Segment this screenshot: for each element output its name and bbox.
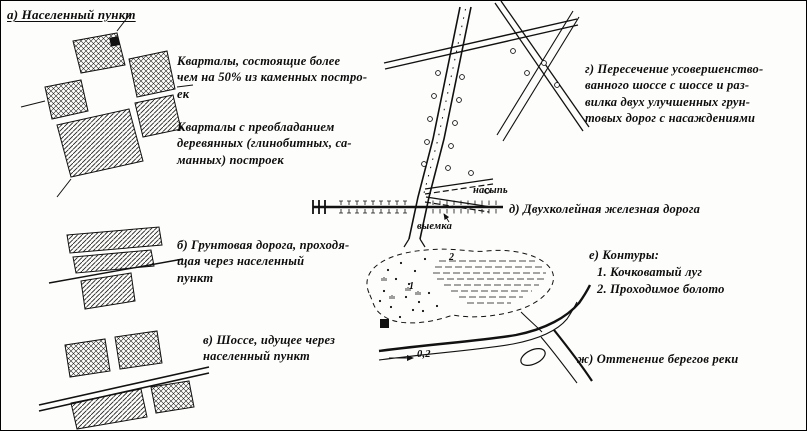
river-south-bank xyxy=(378,301,578,361)
cutting-ticks xyxy=(339,200,407,214)
swamp-hatching xyxy=(433,260,546,304)
dirt-road-settlement-drawing xyxy=(48,226,184,310)
river-drawing xyxy=(378,284,593,384)
building-symbol xyxy=(380,319,389,328)
tussock-symbols xyxy=(381,277,421,299)
oxbow-lake-symbol xyxy=(520,348,546,366)
label-river-width-value: 0,2 xyxy=(417,349,431,360)
label-railway: д) Двухколейная железная дорога xyxy=(509,202,701,216)
marker-swamp-number: 2 xyxy=(449,252,455,263)
river-branch-east-bank-shaded xyxy=(553,329,593,382)
label-river-banks: ж) Оттенение берегов реки xyxy=(577,352,739,366)
label-settlement-title: а) Населенный пункт xyxy=(7,7,136,22)
river-branch-west-bank xyxy=(540,336,578,384)
road-junction-drawing xyxy=(383,1,590,248)
river-north-bank-shaded xyxy=(378,284,592,353)
contours-drawing xyxy=(366,248,554,328)
label-embankment: насыпь xyxy=(473,185,508,196)
label-stone-quarters-note: Кварталы, состоящие более чем на 50% из … xyxy=(177,54,368,101)
highway-lines xyxy=(38,366,210,412)
label-dirt-road: б) Грунтовая дорога, проходя- щая через … xyxy=(177,238,350,285)
swamp-outlet-channel xyxy=(520,311,543,333)
landmark-building-symbol xyxy=(109,36,120,47)
label-wooden-quarters-note: Кварталы с преобладанием деревянных (гли… xyxy=(177,120,352,167)
contour-outline xyxy=(366,248,554,324)
railway-drawing xyxy=(312,200,503,223)
embankment-ticks xyxy=(432,200,497,214)
label-contours-item-meadow: 1. Кочковатый луг xyxy=(597,265,703,279)
cutting-pointer-arrow xyxy=(443,213,450,223)
label-junction: г) Пересечение усовершенство- ванного шо… xyxy=(585,62,764,125)
dirt-road-line xyxy=(48,258,184,284)
settlement-drawing xyxy=(20,12,194,198)
railway-end-ticks xyxy=(312,200,326,214)
label-contours-title: е) Контуры: xyxy=(589,248,660,262)
tree-symbols xyxy=(421,48,560,194)
marker-meadow-number: 1 xyxy=(409,281,415,292)
highway-settlement-drawing xyxy=(38,330,210,430)
label-cutting: выемка xyxy=(417,221,453,232)
meadow-dots xyxy=(378,257,439,319)
label-contours-item-swamp: 2. Проходимое болото xyxy=(597,282,725,296)
label-highway: в) Шоссе, идущее через населенный пункт xyxy=(203,333,336,364)
